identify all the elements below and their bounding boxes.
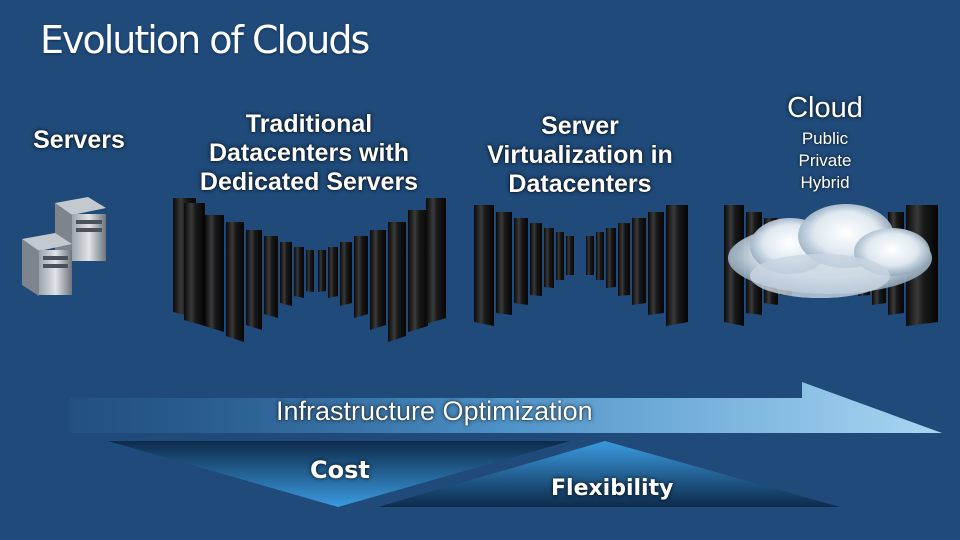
- stage-label-line: Datacenters with: [208, 139, 410, 167]
- cloud-type-hybrid: Hybrid: [800, 173, 850, 192]
- server-rack-icon: [173, 198, 446, 342]
- cost-label: Cost: [310, 456, 370, 484]
- cost-wedge: [108, 441, 570, 507]
- stage-label-line: Traditional: [245, 110, 373, 138]
- cloud-types-list: Public Private Hybrid: [760, 128, 890, 194]
- cloud-type-private: Private: [798, 151, 852, 170]
- stage-label-traditional: Traditional Datacenters with Dedicated S…: [180, 110, 438, 197]
- stage-label-line: Server: [541, 112, 619, 140]
- stage-label-line: Datacenters: [508, 170, 652, 198]
- flexibility-wedge: [378, 441, 840, 507]
- server-tower-icon: [22, 233, 72, 296]
- server-rack-icon: [474, 205, 688, 326]
- flexibility-label: Flexibility: [551, 476, 674, 501]
- server-tower-icon: [55, 197, 106, 262]
- stage-label-virtualization: Server Virtualization in Datacenters: [470, 112, 690, 199]
- stage-label-line: Dedicated Servers: [199, 168, 419, 196]
- cloud-icon: [728, 204, 932, 298]
- stage-label-line: Virtualization in: [487, 141, 673, 169]
- stage-label-servers: Servers: [33, 126, 125, 154]
- infrastructure-arrow: [70, 382, 942, 433]
- stage-label-cloud: Cloud: [787, 92, 863, 124]
- page-title: Evolution of Clouds: [40, 18, 370, 62]
- cloud-type-public: Public: [801, 129, 849, 148]
- infrastructure-optimization-label: Infrastructure Optimization: [276, 396, 593, 426]
